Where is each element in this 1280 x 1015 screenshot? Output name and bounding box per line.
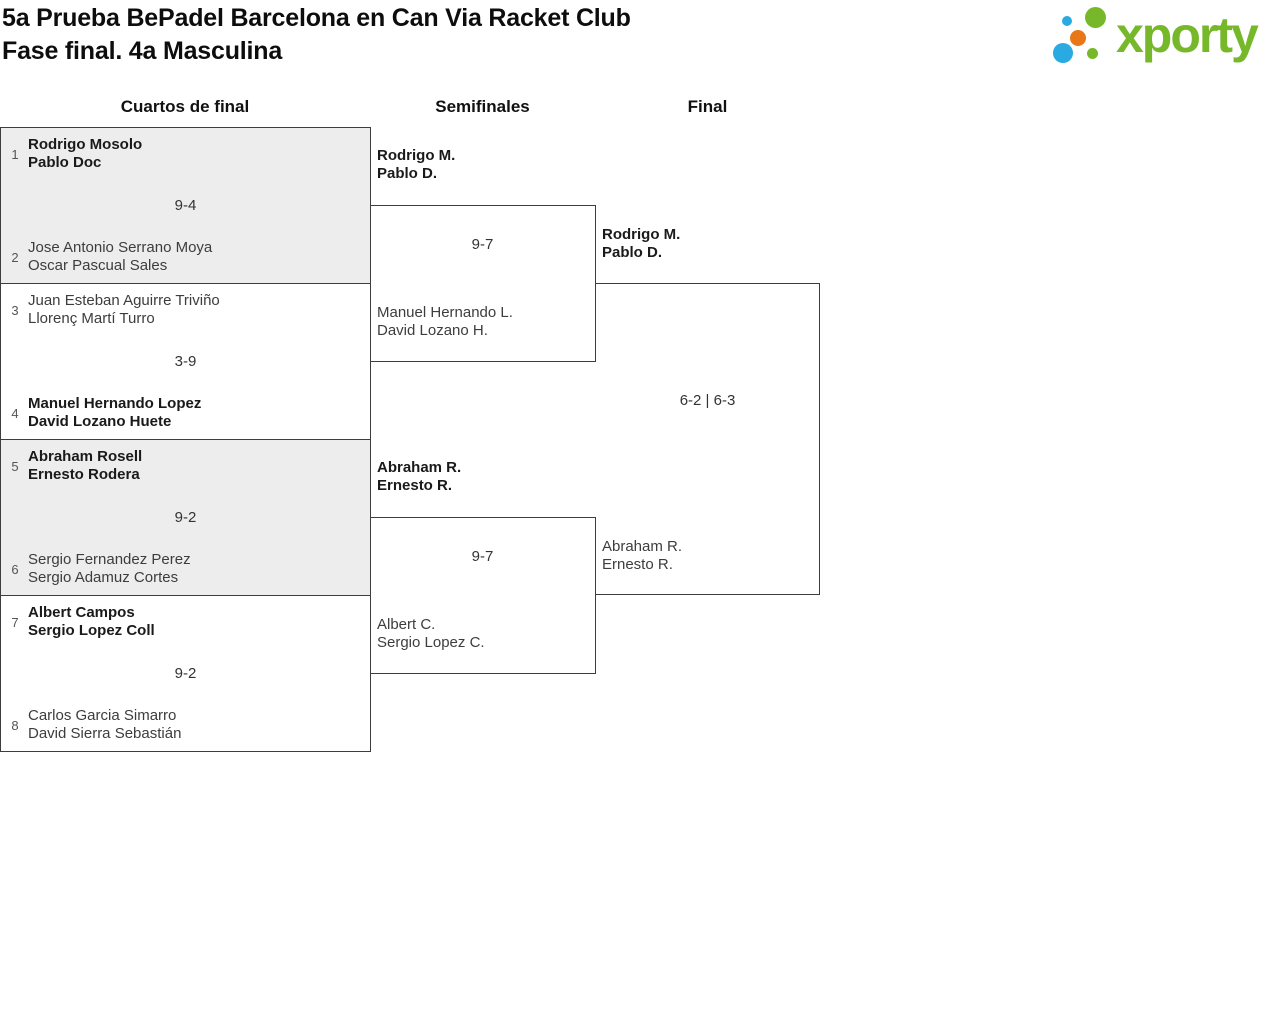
logo-dot-icon — [1087, 48, 1098, 59]
player-name: Sergio Lopez Coll — [28, 622, 155, 639]
team-row: 1 Rodrigo Mosolo Pablo Doc — [6, 136, 360, 172]
round-header-cuartos: Cuartos de final — [120, 97, 250, 116]
seed-number: 7 — [11, 614, 19, 630]
player-name: Abraham Rosell — [28, 448, 143, 465]
team-names: Rodrigo Mosolo Pablo Doc — [28, 136, 142, 172]
sf1-team-bottom: Manuel Hernando L. David Lozano H. — [377, 304, 513, 340]
match-score: 9-2 — [174, 509, 197, 526]
match-quarterfinal-1: 1 Rodrigo Mosolo Pablo Doc 9-4 2 Jose An… — [0, 127, 371, 284]
player-name: Manuel Hernando Lopez — [28, 395, 202, 412]
sf2-team-top: Abraham R. Ernesto R. — [377, 459, 461, 495]
player-name: Jose Antonio Serrano Moya — [28, 239, 213, 256]
match-score: 9-4 — [174, 197, 197, 214]
player-name: Ernesto Rodera — [28, 466, 140, 483]
match-final — [595, 283, 820, 595]
team-row: 5 Abraham Rosell Ernesto Rodera — [6, 448, 360, 484]
player-name: Pablo D. — [602, 244, 663, 261]
team-row: 8 Carlos Garcia Simarro David Sierra Seb… — [6, 707, 360, 743]
final-team-top: Rodrigo M. Pablo D. — [602, 226, 680, 262]
team-names: Jose Antonio Serrano Moya Oscar Pascual … — [28, 239, 212, 275]
team-names: Juan Esteban Aguirre Triviño Llorenç Mar… — [28, 292, 220, 328]
player-name: David Lozano Huete — [28, 413, 172, 430]
player-name: Rodrigo Mosolo — [28, 136, 143, 153]
round-header-final: Final — [687, 97, 728, 116]
page-title-line2: Fase final. 4a Masculina — [2, 37, 283, 65]
player-name: Albert C. — [377, 616, 436, 633]
player-name: Llorenç Martí Turro — [28, 310, 155, 327]
logo-wordmark: xporty — [1116, 7, 1259, 63]
player-name: David Lozano H. — [377, 322, 488, 339]
seed-number: 6 — [11, 561, 19, 577]
player-name: Ernesto R. — [377, 477, 453, 494]
team-names: Manuel Hernando Lopez David Lozano Huete — [28, 395, 201, 431]
sf1-team-top: Rodrigo M. Pablo D. — [377, 147, 455, 183]
team-names: Albert Campos Sergio Lopez Coll — [28, 604, 155, 640]
team-row: 7 Albert Campos Sergio Lopez Coll — [6, 604, 360, 640]
page-title: 5a Prueba BePadel Barcelona en Can Via R… — [2, 2, 631, 68]
seed-number: 5 — [11, 458, 19, 474]
player-name: Oscar Pascual Sales — [28, 257, 168, 274]
team-row: 6 Sergio Fernandez Perez Sergio Adamuz C… — [6, 551, 360, 587]
seed-number: 1 — [11, 146, 19, 162]
player-name: Manuel Hernando L. — [377, 304, 513, 321]
team-row: 4 Manuel Hernando Lopez David Lozano Hue… — [6, 395, 360, 431]
match-quarterfinal-2: 3 Juan Esteban Aguirre Triviño Llorenç M… — [0, 283, 371, 440]
player-name: David Sierra Sebastián — [28, 725, 182, 742]
match-quarterfinal-3: 5 Abraham Rosell Ernesto Rodera 9-2 6 Se… — [0, 439, 371, 596]
sf2-team-bottom: Albert C. Sergio Lopez C. — [377, 616, 485, 652]
final-score: 6-2 | 6-3 — [679, 392, 736, 409]
logo-dot-icon — [1085, 7, 1106, 28]
page-title-line1: 5a Prueba BePadel Barcelona en Can Via R… — [2, 4, 631, 32]
player-name: Juan Esteban Aguirre Triviño — [28, 292, 220, 309]
seed-number: 8 — [11, 717, 19, 733]
player-name: Ernesto R. — [602, 556, 673, 573]
player-name: Pablo D. — [377, 165, 438, 182]
seed-number: 4 — [11, 405, 19, 421]
seed-number: 2 — [11, 249, 19, 265]
sf1-score: 9-7 — [471, 236, 494, 253]
player-name: Rodrigo M. — [377, 147, 456, 164]
seed-number: 3 — [11, 302, 19, 318]
sf2-score: 9-7 — [471, 548, 494, 565]
player-name: Abraham R. — [377, 459, 462, 476]
match-semifinal-2 — [370, 517, 596, 674]
player-name: Sergio Adamuz Cortes — [28, 569, 179, 586]
team-names: Sergio Fernandez Perez Sergio Adamuz Cor… — [28, 551, 191, 587]
player-name: Sergio Fernandez Perez — [28, 551, 191, 568]
final-team-bottom: Abraham R. Ernesto R. — [602, 538, 682, 574]
player-name: Pablo Doc — [28, 154, 102, 171]
player-name: Albert Campos — [28, 604, 135, 621]
logo-dot-icon — [1062, 16, 1072, 26]
team-names: Carlos Garcia Simarro David Sierra Sebas… — [28, 707, 181, 743]
player-name: Carlos Garcia Simarro — [28, 707, 177, 724]
round-header-semifinales: Semifinales — [435, 97, 530, 116]
xporty-logo: xporty — [1050, 0, 1280, 86]
team-row: 2 Jose Antonio Serrano Moya Oscar Pascua… — [6, 239, 360, 275]
player-name: Sergio Lopez C. — [377, 634, 485, 651]
player-name: Rodrigo M. — [602, 226, 681, 243]
match-score: 3-9 — [174, 353, 197, 370]
team-names: Abraham Rosell Ernesto Rodera — [28, 448, 142, 484]
team-row: 3 Juan Esteban Aguirre Triviño Llorenç M… — [6, 292, 360, 328]
match-quarterfinal-4: 7 Albert Campos Sergio Lopez Coll 9-2 8 … — [0, 595, 371, 752]
player-name: Abraham R. — [602, 538, 683, 555]
match-score: 9-2 — [174, 665, 197, 682]
logo-dot-icon — [1070, 30, 1086, 46]
logo-dot-icon — [1053, 43, 1073, 63]
